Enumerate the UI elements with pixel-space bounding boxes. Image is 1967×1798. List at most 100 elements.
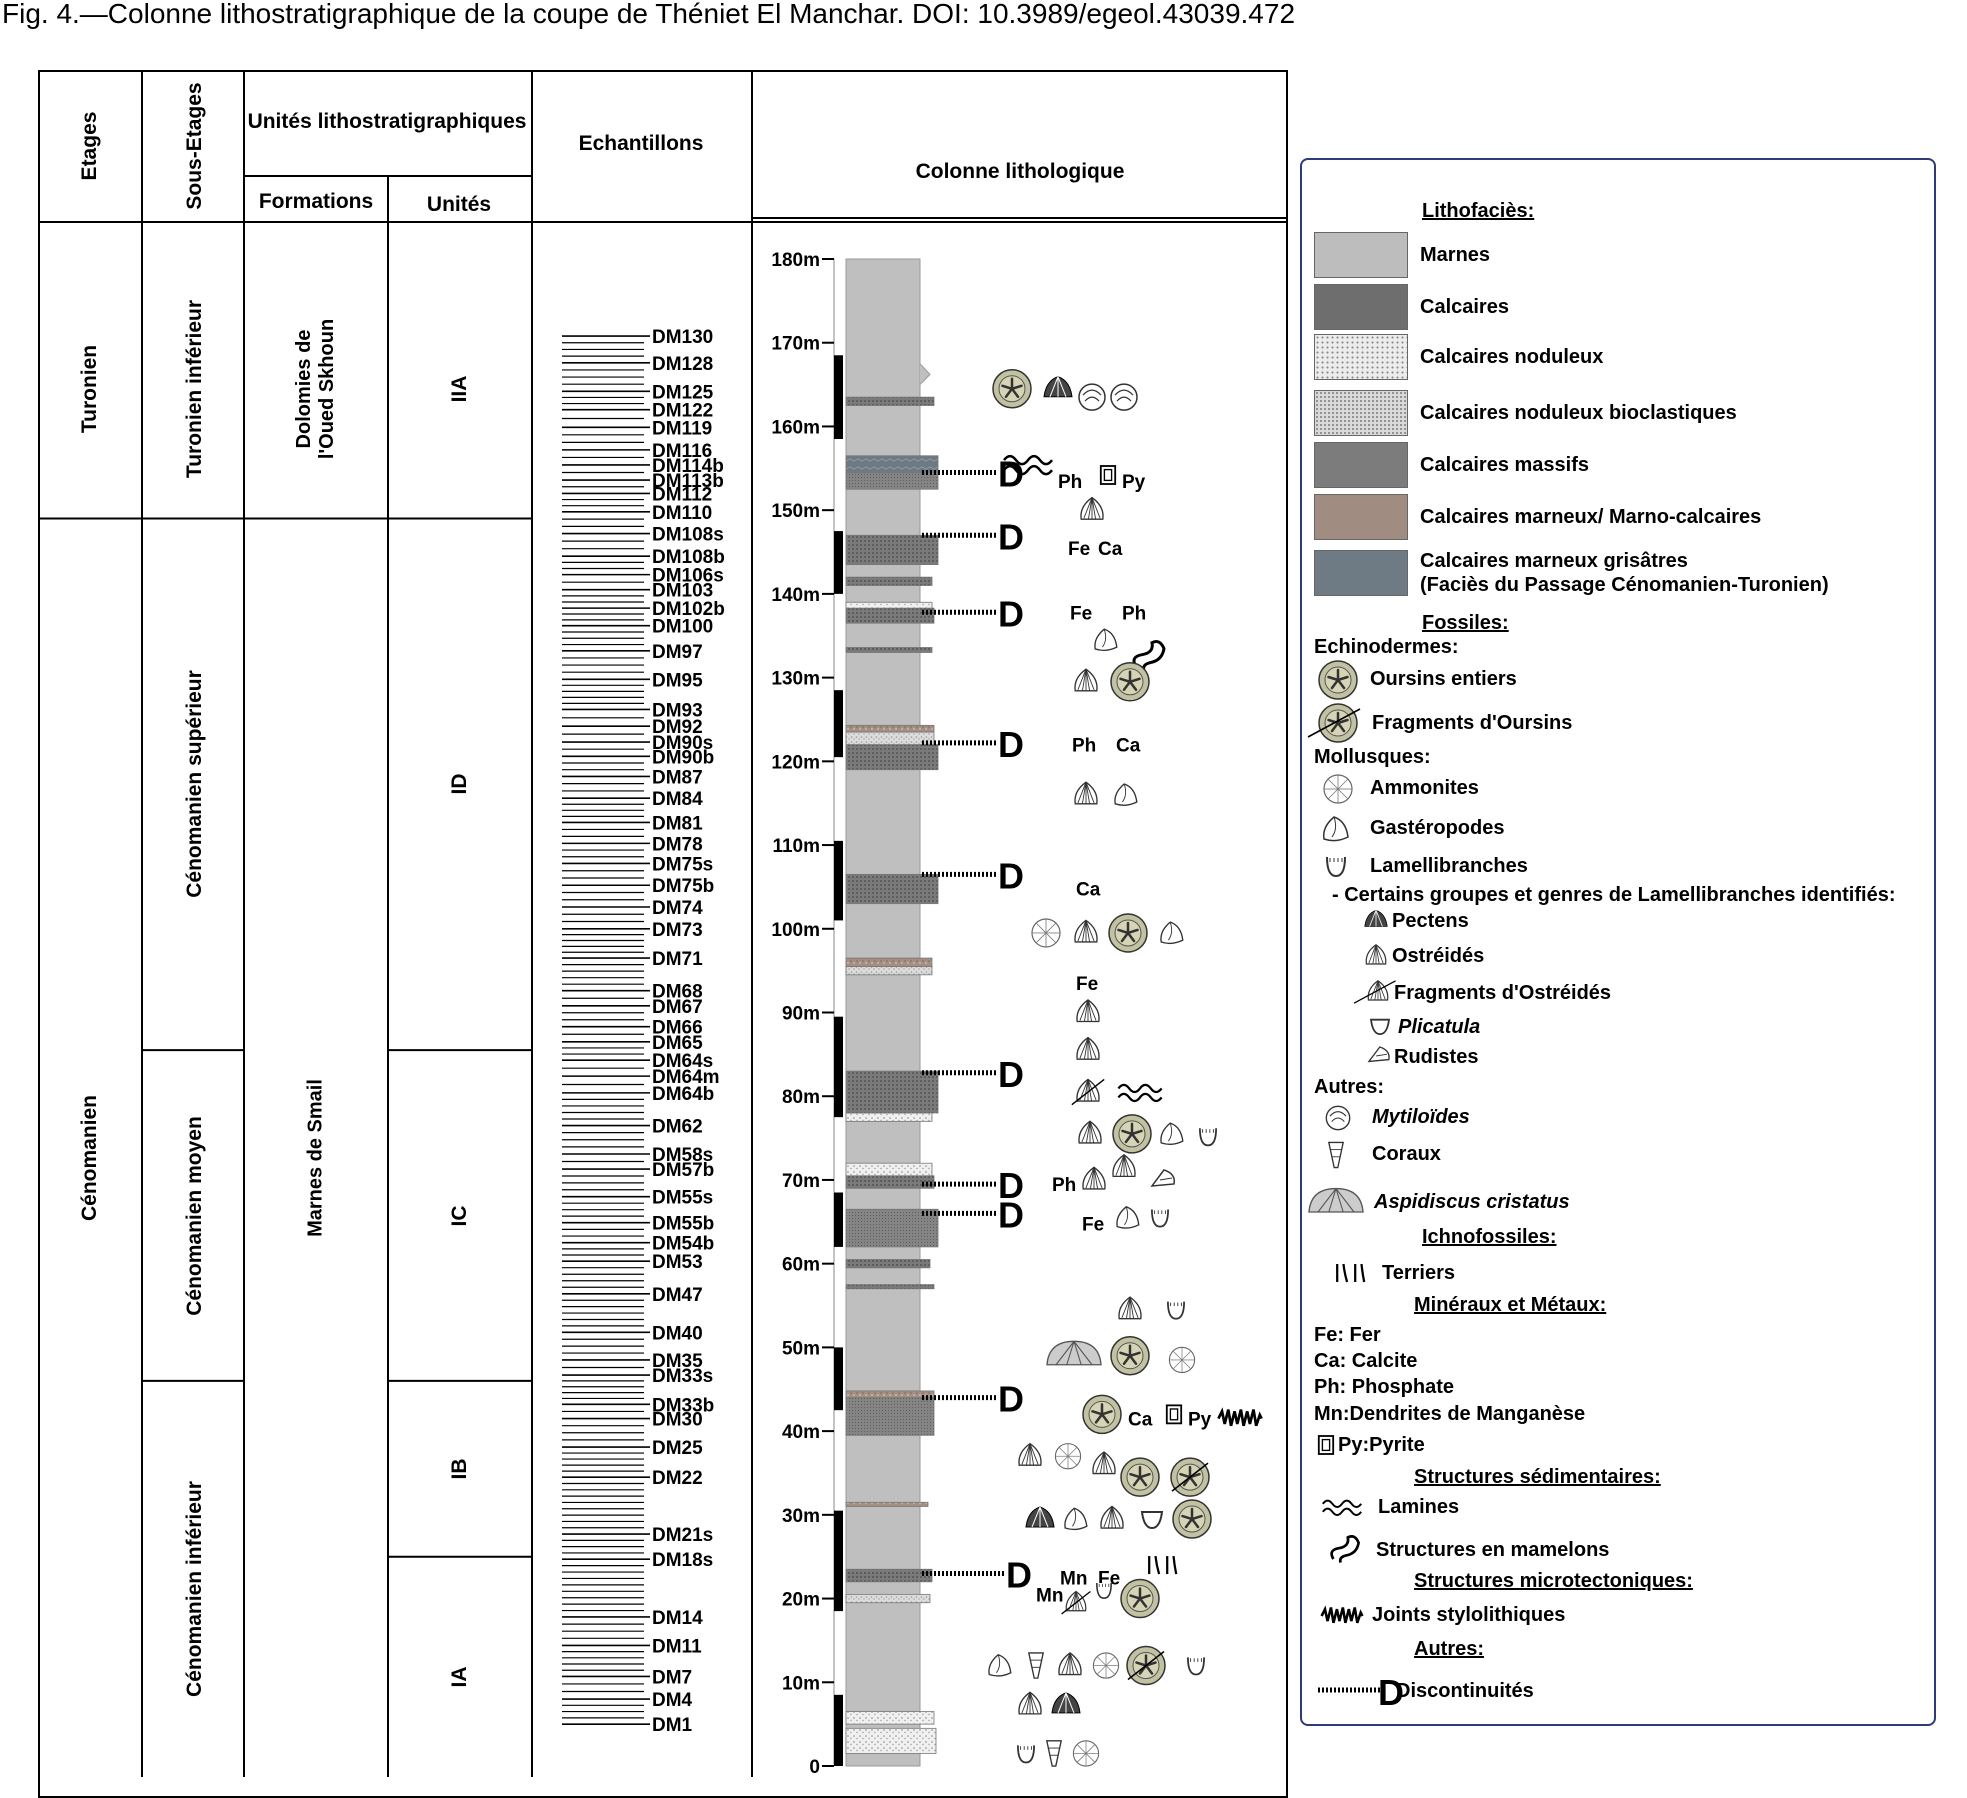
column-bed: [845, 731, 935, 745]
ostreide-icon: [1082, 1166, 1106, 1190]
sample-label: DM33s: [652, 1366, 713, 1387]
aspidiscus-icon: [1046, 1340, 1102, 1366]
legend-terriers: Terriers: [1382, 1262, 1456, 1284]
header-unites: Unités: [426, 193, 492, 216]
corail-icon: [1028, 1652, 1044, 1679]
legend-mamelons: Structures en mamelons: [1376, 1539, 1610, 1561]
column-black-bar: [834, 1510, 843, 1612]
depth-tick-label: 110m: [772, 836, 820, 857]
calcite-label: Ca: [1076, 880, 1101, 901]
terriers-icon: [1148, 1554, 1178, 1576]
legend-mineraux-title: Minéraux et Métaux:: [1414, 1294, 1607, 1316]
sample-label: DM25: [652, 1438, 703, 1459]
sample-label: DM7: [652, 1667, 692, 1688]
ostreide-icon: [1076, 999, 1100, 1023]
lithofacies-swatch: [1314, 390, 1408, 436]
pecten-icon-use: [1051, 1692, 1081, 1714]
mamelon-icon: [1330, 1535, 1360, 1564]
lamellibranche-icon-use: [1151, 1208, 1169, 1228]
pecten-icon-use: [1025, 1506, 1055, 1528]
pyrite-icon: [1165, 1404, 1183, 1425]
column-bed: [845, 1208, 939, 1248]
gasteropode-icon-use: [1064, 1507, 1088, 1531]
pyrite-label: Py: [1122, 472, 1146, 493]
phosphate-label: Ph: [1122, 603, 1146, 624]
column-black-bar: [834, 1694, 843, 1766]
oursin-icon-use: [1109, 1335, 1151, 1377]
discontinuity-marker: D: [1378, 1672, 1404, 1713]
depth-tick-label: 130m: [771, 669, 820, 690]
column-black-bar: [834, 690, 843, 758]
column-bed: [845, 1711, 935, 1725]
ostreide-icon-use: [1112, 1154, 1136, 1178]
fer-label: Fe: [1082, 1214, 1104, 1235]
lamines-icon: [1321, 1499, 1363, 1517]
slash-mark: [1061, 1591, 1091, 1615]
ostreide-icon-use: [1092, 1451, 1116, 1475]
column-edge: [919, 363, 931, 385]
lamellibranche-icon: [1096, 1582, 1112, 1599]
legend-py: Py:Pyrite: [1338, 1434, 1425, 1456]
column-bed: [845, 744, 939, 771]
depth-tick-label: 40m: [782, 1422, 820, 1443]
lithofacies-swatch: [1314, 232, 1408, 278]
mytiloide-icon-use: [1325, 1105, 1351, 1131]
legend-joints: Joints stylolithiques: [1372, 1604, 1566, 1626]
sample-label: DM62: [652, 1117, 703, 1138]
column-bed: [845, 1501, 929, 1507]
legend-coraux: Coraux: [1372, 1143, 1441, 1165]
ostreide-icon-use: [1365, 944, 1387, 965]
mytiloide-icon: [1325, 1105, 1351, 1131]
depth-tick-label: 30m: [782, 1506, 820, 1527]
sample-label: DM22: [652, 1468, 703, 1489]
lamellibranche-icon: [1326, 856, 1346, 877]
pecten-icon-use: [1043, 376, 1073, 398]
pyrite-icon-use: [1317, 1435, 1335, 1455]
oursin-icon: [1171, 1498, 1213, 1540]
ostreide-icon: [1118, 1296, 1142, 1320]
legend-sed-title: Structures sédimentaires:: [1414, 1466, 1661, 1488]
legend-autres: Autres:: [1314, 1076, 1385, 1098]
sample-label: DM54b: [652, 1234, 714, 1255]
figure-caption: Fig. 4.—Colonne lithostratigraphique de …: [2, 0, 1296, 29]
ostreide-icon-use: [1082, 1166, 1106, 1190]
sample-label: DM128: [652, 354, 713, 375]
sample-label: DM93: [652, 700, 703, 721]
column-bed: [845, 1175, 935, 1189]
sample-label: DM47: [652, 1285, 703, 1306]
stylolithe-icon: [1320, 1606, 1364, 1625]
legend-mytiloides: Mytiloïdes: [1372, 1106, 1470, 1128]
gasteropode-icon: [1322, 816, 1349, 842]
ostreide-icon-use: [1078, 1120, 1102, 1144]
column-black-bar: [834, 355, 843, 440]
ostreide-icon: [1018, 1691, 1042, 1715]
legend-plicatula: Plicatula: [1398, 1016, 1481, 1038]
sample-label: DM58s: [652, 1145, 713, 1166]
terriers-icon: [1336, 1262, 1366, 1284]
phosphate-label: Ph: [1052, 1175, 1076, 1196]
column-bed: [845, 1390, 935, 1399]
gasteropode-icon: [1160, 921, 1184, 945]
sample-label: DM75s: [652, 854, 713, 875]
column-black-bar: [834, 1016, 843, 1118]
fragment-oursin-icon: [1125, 1645, 1167, 1686]
sample-label: DM81: [652, 813, 703, 834]
fer-label: Fe: [1076, 974, 1098, 995]
sample-label: DM21s: [652, 1525, 713, 1546]
pyrite-icon-use: [1099, 465, 1117, 485]
sample-label: DM116: [652, 441, 712, 462]
legend-fe: Fe: Fer: [1314, 1324, 1381, 1346]
sample-label: DM55s: [652, 1188, 713, 1209]
ostreide-icon-use: [1074, 781, 1098, 805]
sample-label: DM14: [652, 1608, 703, 1629]
legend-fossiles-title: Fossiles:: [1422, 612, 1509, 634]
slash-mark: [1127, 1650, 1165, 1681]
column-bed: [845, 472, 939, 490]
slash-mark: [1071, 1078, 1105, 1106]
oursin-icon-use: [1171, 1498, 1213, 1540]
gasteropode-icon: [1114, 783, 1138, 806]
oursin-icon-use: [1081, 1394, 1123, 1435]
sample-label: DM92: [652, 717, 703, 738]
corail-icon: [1328, 1141, 1344, 1169]
